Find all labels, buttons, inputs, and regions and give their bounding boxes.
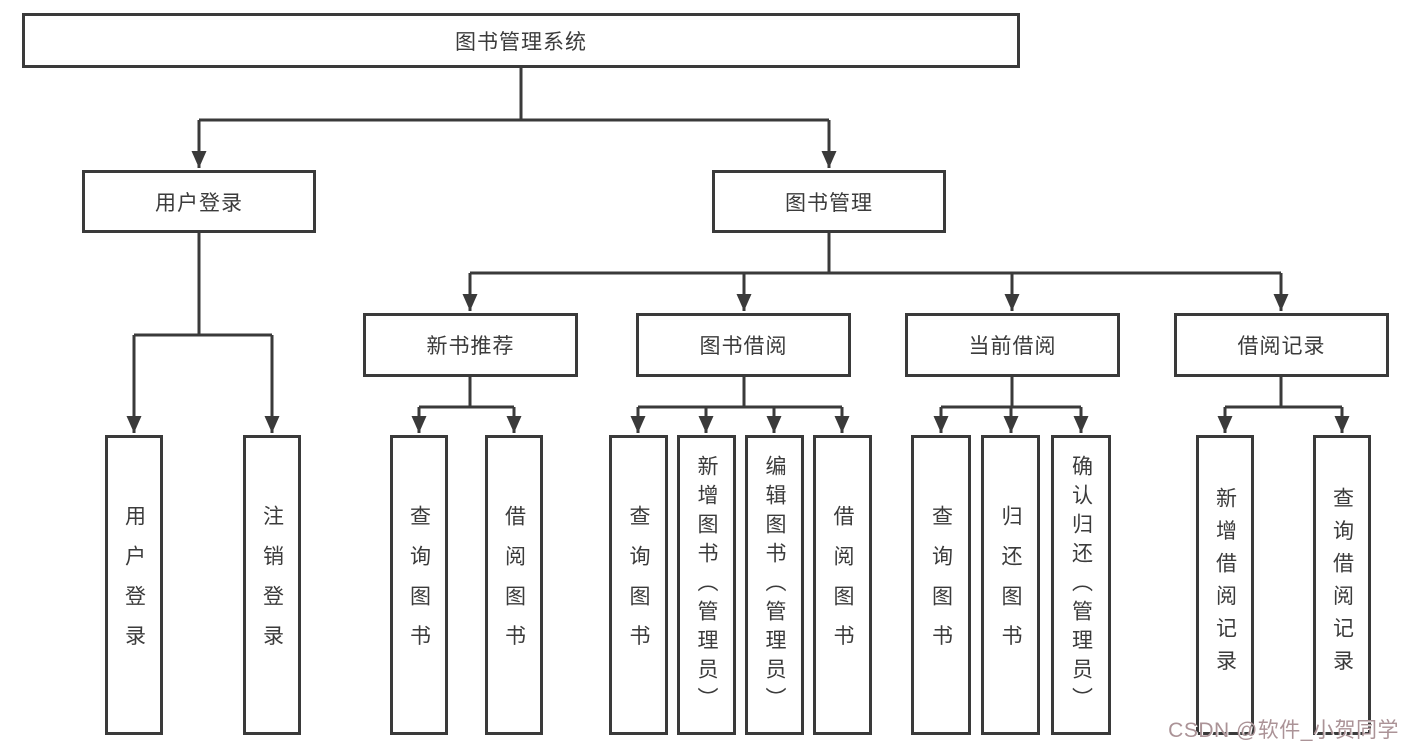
leaf-borrow-book: 借阅图书 bbox=[813, 435, 872, 735]
leaf-label: 注销登录 bbox=[260, 505, 284, 665]
node-label: 借阅记录 bbox=[1237, 335, 1326, 358]
leaf-label: 借阅图书 bbox=[831, 505, 854, 665]
node-book-management: 图书管理 bbox=[712, 170, 946, 233]
leaf-label: 查询图书 bbox=[407, 505, 431, 665]
leaf-borrow-book-recommend: 借阅图书 bbox=[485, 435, 543, 735]
node-label: 用户登录 bbox=[155, 191, 243, 215]
node-new-book-recommend: 新书推荐 bbox=[363, 313, 578, 377]
leaf-label: 查询图书 bbox=[627, 505, 650, 665]
node-current-borrow: 当前借阅 bbox=[905, 313, 1120, 377]
leaf-confirm-return-admin: 确认归还（管理员） bbox=[1051, 435, 1111, 735]
node-book-borrow: 图书借阅 bbox=[636, 313, 851, 377]
leaf-label: 确认归还（管理员） bbox=[1069, 454, 1093, 716]
node-label: 图书管理 bbox=[785, 191, 873, 215]
leaf-query-borrow-record: 查询借阅记录 bbox=[1313, 435, 1371, 735]
leaf-label: 新增借阅记录 bbox=[1213, 487, 1237, 683]
node-borrow-records: 借阅记录 bbox=[1174, 313, 1389, 377]
leaf-add-borrow-record: 新增借阅记录 bbox=[1196, 435, 1254, 735]
leaf-query-book-recommend: 查询图书 bbox=[390, 435, 448, 735]
leaf-label: 编辑图书（管理员） bbox=[763, 454, 786, 716]
node-label: 当前借阅 bbox=[968, 335, 1057, 358]
node-user-login: 用户登录 bbox=[82, 170, 316, 233]
leaf-logout: 注销登录 bbox=[243, 435, 301, 735]
leaf-return-book: 归还图书 bbox=[981, 435, 1040, 735]
leaf-edit-book-admin: 编辑图书（管理员） bbox=[745, 435, 804, 735]
leaf-label: 查询借阅记录 bbox=[1330, 487, 1354, 683]
leaf-label: 归还图书 bbox=[999, 505, 1022, 665]
leaf-label: 查询图书 bbox=[929, 505, 953, 665]
leaf-label: 借阅图书 bbox=[502, 505, 526, 665]
node-label: 新书推荐 bbox=[426, 335, 515, 358]
node-label: 图书管理系统 bbox=[455, 30, 587, 54]
node-label: 图书借阅 bbox=[699, 335, 788, 358]
leaf-query-book-current: 查询图书 bbox=[911, 435, 971, 735]
node-library-management-system: 图书管理系统 bbox=[22, 13, 1020, 68]
leaf-user-login: 用户登录 bbox=[105, 435, 163, 735]
leaf-query-book-borrow: 查询图书 bbox=[609, 435, 668, 735]
leaf-label: 新增图书（管理员） bbox=[695, 454, 718, 716]
leaf-add-book-admin: 新增图书（管理员） bbox=[677, 435, 736, 735]
leaf-label: 用户登录 bbox=[122, 505, 146, 665]
